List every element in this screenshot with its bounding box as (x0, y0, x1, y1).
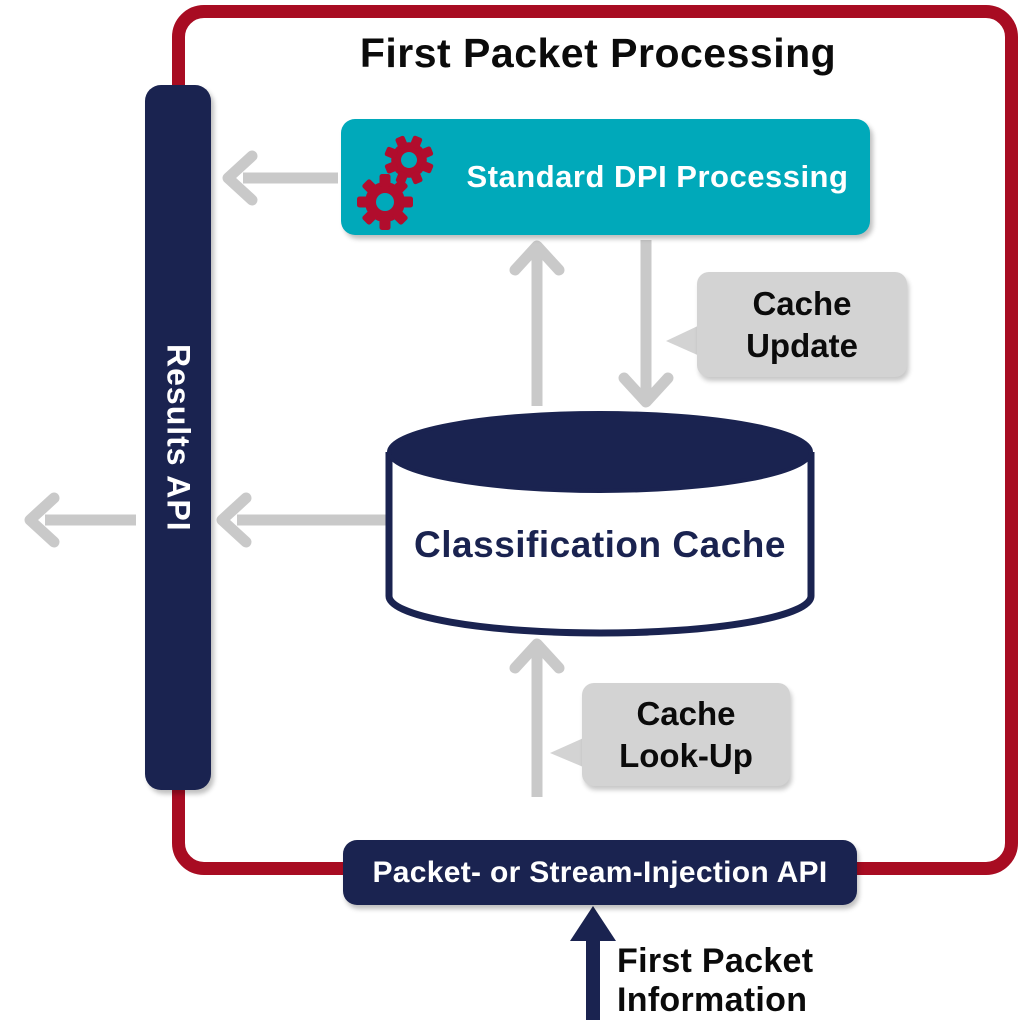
diagram-title: First Packet Processing (359, 30, 837, 76)
classification-cache-label: Classification Cache (414, 524, 786, 565)
arrow-injection-to-cache (509, 638, 565, 797)
arrow-dpi-to-results (222, 150, 338, 206)
results-api-bar: Results API (145, 85, 211, 790)
classification-cache-cylinder (385, 411, 815, 637)
standard-dpi-label: Standard DPI Processing (466, 159, 849, 194)
gears-icon (357, 127, 442, 230)
results-api-label: Results API (160, 343, 197, 532)
cache-update-line2: Update (746, 326, 858, 364)
cache-update-line1: Cache (752, 285, 852, 323)
cache-lookup-line2: Look-Up (619, 736, 753, 774)
arrow-cache-to-dpi (509, 240, 565, 406)
standard-dpi-box: Standard DPI Processing (341, 119, 870, 235)
cache-lookup-callout: Cache Look-Up (582, 683, 790, 786)
cache-lookup-callout-tail (550, 736, 588, 769)
first-packet-information-label: First Packet Information (617, 942, 814, 1019)
arrow-dpi-to-cache (618, 240, 674, 408)
arrow-cache-to-results (216, 492, 386, 548)
arrow-results-out (24, 492, 136, 548)
cache-update-callout-tail (666, 324, 702, 357)
injection-api-bar: Packet- or Stream-Injection API (343, 840, 857, 905)
arrow-first-packet-in (570, 906, 616, 1020)
injection-api-label: Packet- or Stream-Injection API (372, 855, 828, 889)
cache-update-callout: Cache Update (697, 272, 907, 377)
cache-lookup-line1: Cache (636, 695, 736, 733)
